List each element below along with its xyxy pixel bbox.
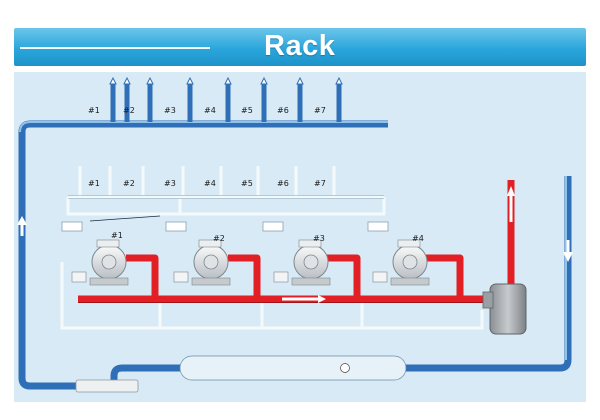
upper-case-label: #1 <box>88 106 100 115</box>
gauge-icon <box>340 363 350 373</box>
compressor-label: #3 <box>313 234 325 243</box>
arrow-down-icon <box>563 240 573 262</box>
sight-glass-icon <box>71 271 87 283</box>
header-bar: Rack <box>14 28 586 66</box>
lower-case-label: #7 <box>314 179 326 188</box>
upper-case-labels: #1 #2 #3 #4 #5 #6 #7 <box>88 106 326 115</box>
compressor-label: #2 <box>213 234 225 243</box>
sight-glass-icon <box>173 271 189 283</box>
lower-case-label: #5 <box>241 179 253 188</box>
compressor-label: #1 <box>111 231 123 240</box>
compressor: #4 <box>372 234 430 286</box>
valve-block <box>367 221 389 232</box>
upper-case-label: #3 <box>164 106 176 115</box>
lower-case-label: #1 <box>88 179 100 188</box>
upper-case-drops <box>110 84 342 122</box>
upper-case-label: #7 <box>314 106 326 115</box>
compressor-label: #4 <box>412 234 424 243</box>
compressor: #1 <box>71 231 129 286</box>
arrow-right-icon <box>282 295 326 303</box>
distribution-manifold <box>66 166 386 216</box>
oil-separator <box>482 283 527 335</box>
receiver <box>179 355 407 381</box>
page-title: Rack <box>264 30 336 62</box>
arrow-up-icon <box>507 186 515 222</box>
upper-case-label: #5 <box>241 106 253 115</box>
valve-blocks <box>61 221 389 232</box>
compressor: #2 <box>173 234 231 286</box>
upper-case-drop-caps <box>109 76 343 85</box>
lower-case-label: #6 <box>277 179 289 188</box>
compressor: #3 <box>273 234 331 286</box>
upper-case-label: #6 <box>277 106 289 115</box>
sight-glass-icon <box>273 271 289 283</box>
distribution-manifold-outline <box>68 195 384 199</box>
lower-case-label: #4 <box>204 179 216 188</box>
header-rule <box>20 47 210 49</box>
oil-lines <box>60 262 484 330</box>
upper-case-label: #2 <box>123 106 135 115</box>
suction-loop <box>18 120 572 390</box>
upper-case-label: #4 <box>204 106 216 115</box>
lower-case-label: #3 <box>164 179 176 188</box>
arrow-up-icon <box>17 216 27 236</box>
valve-block <box>262 221 284 232</box>
control-line <box>89 215 161 222</box>
liquid-outlet <box>75 379 139 393</box>
valve-block <box>61 221 83 232</box>
lower-case-label: #2 <box>123 179 135 188</box>
lower-case-labels: #1 #2 #3 #4 #5 #6 #7 <box>88 179 326 188</box>
valve-block <box>165 221 187 232</box>
suction-loop-highlight <box>19 121 567 360</box>
sight-glass-icon <box>372 271 388 283</box>
